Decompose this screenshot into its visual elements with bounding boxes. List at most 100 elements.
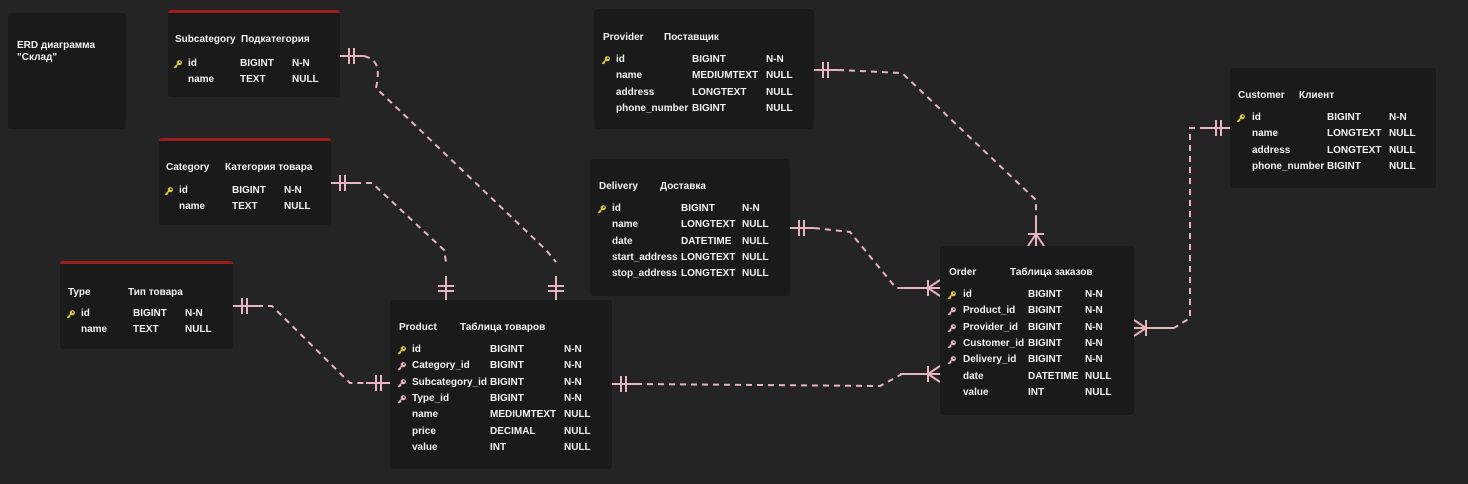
- primary-key-icon: [397, 346, 406, 355]
- one-cardinality-marker: [241, 298, 248, 314]
- primary-key-icon: [597, 205, 606, 214]
- column-name: Product_id: [963, 305, 1016, 317]
- table-label: Клиент: [1299, 90, 1335, 101]
- table-name: Product: [399, 322, 437, 333]
- relation-type-product: [257, 305, 366, 384]
- column-name: Customer_id: [963, 337, 1025, 349]
- table-label: Таблица заказов: [1010, 267, 1093, 278]
- column-name: address: [616, 86, 655, 98]
- table-name: Type: [68, 287, 91, 298]
- foreign-key-icon: [397, 394, 406, 404]
- column-name: Type_id: [412, 392, 450, 404]
- diagram-note[interactable]: ERD диаграмма "Склад": [8, 13, 126, 129]
- column-type: BIGINT: [133, 308, 167, 319]
- column-type: LONGTEXT: [1327, 128, 1382, 140]
- one-cardinality-marker: [339, 175, 346, 191]
- column-nullability: N-N: [1085, 354, 1103, 366]
- table-name: Delivery: [599, 181, 638, 192]
- column-type: BIGINT: [1028, 354, 1062, 366]
- column-type: LONGTEXT: [692, 86, 747, 98]
- column-type: TEXT: [133, 324, 159, 336]
- foreign-key-icon: [947, 307, 956, 316]
- column-name: date: [612, 235, 633, 247]
- table-title: Product Таблица товаров: [399, 322, 545, 333]
- column-type: INT: [490, 441, 507, 453]
- relation-product-order: [635, 373, 903, 388]
- table-row[interactable]: Delivery_id BIGINT N-N: [940, 352, 1134, 368]
- foreign-key-icon: [397, 378, 406, 387]
- column-nullability: NULL: [1085, 386, 1112, 398]
- column-nullability: N-N: [1085, 305, 1103, 317]
- column-name: name: [81, 324, 108, 336]
- column-nullability: NULL: [742, 219, 769, 231]
- column-type: BIGINT: [681, 203, 715, 214]
- many-cardinality-marker: [1027, 233, 1045, 247]
- column-name: id: [81, 308, 90, 319]
- column-name: Delivery_id: [963, 354, 1017, 366]
- column-name: phone_number: [616, 102, 689, 114]
- one-cardinality-marker: [348, 48, 355, 64]
- table-label: Таблица товаров: [460, 322, 546, 333]
- note-title: ERD диаграмма: [17, 40, 96, 51]
- column-nullability: N-N: [1085, 289, 1103, 300]
- column-name: Subcategory_id: [412, 376, 488, 388]
- column-type: BIGINT: [1028, 321, 1062, 333]
- column-nullability: NULL: [1389, 144, 1416, 156]
- column-nullability: N-N: [564, 376, 582, 388]
- column-nullability: NULL: [1085, 370, 1112, 382]
- table-name: Subcategory: [175, 34, 236, 45]
- column-type: BIGINT: [1327, 160, 1361, 172]
- one-cardinality-marker: [822, 62, 829, 78]
- column-name: date: [963, 370, 984, 382]
- many-cardinality-marker: [927, 279, 941, 297]
- column-name: value: [412, 441, 438, 453]
- table-row[interactable]: value INT NULL: [390, 440, 612, 456]
- table-row[interactable]: id BIGINT N-N: [60, 306, 233, 322]
- column-name: price: [412, 425, 436, 437]
- column-nullability: NULL: [564, 441, 591, 453]
- column-nullability: N-N: [1085, 321, 1103, 333]
- column-nullability: N-N: [292, 58, 310, 69]
- column-name: id: [1252, 112, 1261, 123]
- column-name: name: [188, 74, 215, 86]
- column-nullability: N-N: [185, 308, 203, 319]
